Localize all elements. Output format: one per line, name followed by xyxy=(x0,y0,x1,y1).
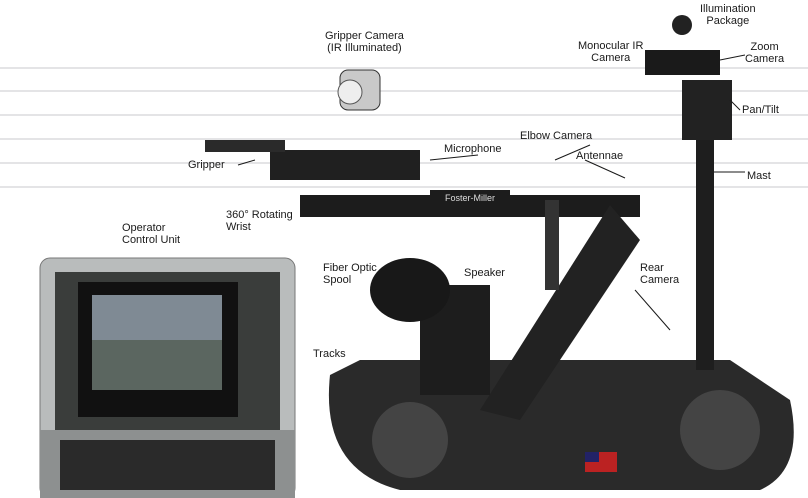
branding-text: Foster-Miller xyxy=(445,193,495,203)
label-zoom-camera: Zoom Camera xyxy=(745,41,785,65)
label-microphone: Microphone xyxy=(444,143,502,155)
label-pan-tilt: Pan/Tilt xyxy=(742,104,779,116)
background-line xyxy=(0,67,808,69)
background-line xyxy=(0,138,808,140)
background-line xyxy=(0,186,808,188)
label-mast: Mast xyxy=(747,170,771,182)
arm-lower xyxy=(480,205,640,420)
label-fiber-optic-spool: Fiber Optic Spool xyxy=(323,262,377,286)
background-line xyxy=(0,90,808,92)
label-rotating-wrist: 360° Rotating Wrist xyxy=(226,209,293,233)
operator-control-unit-image xyxy=(39,257,296,498)
label-gripper-camera: Gripper Camera (IR Illuminated) xyxy=(325,30,404,54)
label-rear-camera: Rear Camera xyxy=(640,262,680,286)
gripper-image xyxy=(205,140,285,152)
label-speaker: Speaker xyxy=(464,267,505,279)
label-antennae: Antennae xyxy=(576,150,624,162)
tracks-image xyxy=(328,360,794,490)
illumination-package-image xyxy=(672,15,692,35)
label-elbow-camera: Elbow Camera xyxy=(520,130,593,142)
label-operator-control-unit: Operator Control Unit xyxy=(122,222,181,246)
fiber-optic-spool-image xyxy=(370,258,450,322)
label-monocular-ir-camera: Monocular IR Camera xyxy=(578,40,644,64)
label-gripper: Gripper xyxy=(188,159,225,171)
label-tracks: Tracks xyxy=(313,348,346,360)
background-line xyxy=(0,114,808,116)
mast-image xyxy=(696,130,714,370)
pan-tilt-image xyxy=(682,80,732,140)
gripper-arm-image xyxy=(270,150,420,180)
label-illumination-package: Illumination Package xyxy=(700,3,756,27)
leader-lines xyxy=(237,54,746,331)
monocular-ir-camera-image xyxy=(645,50,720,75)
